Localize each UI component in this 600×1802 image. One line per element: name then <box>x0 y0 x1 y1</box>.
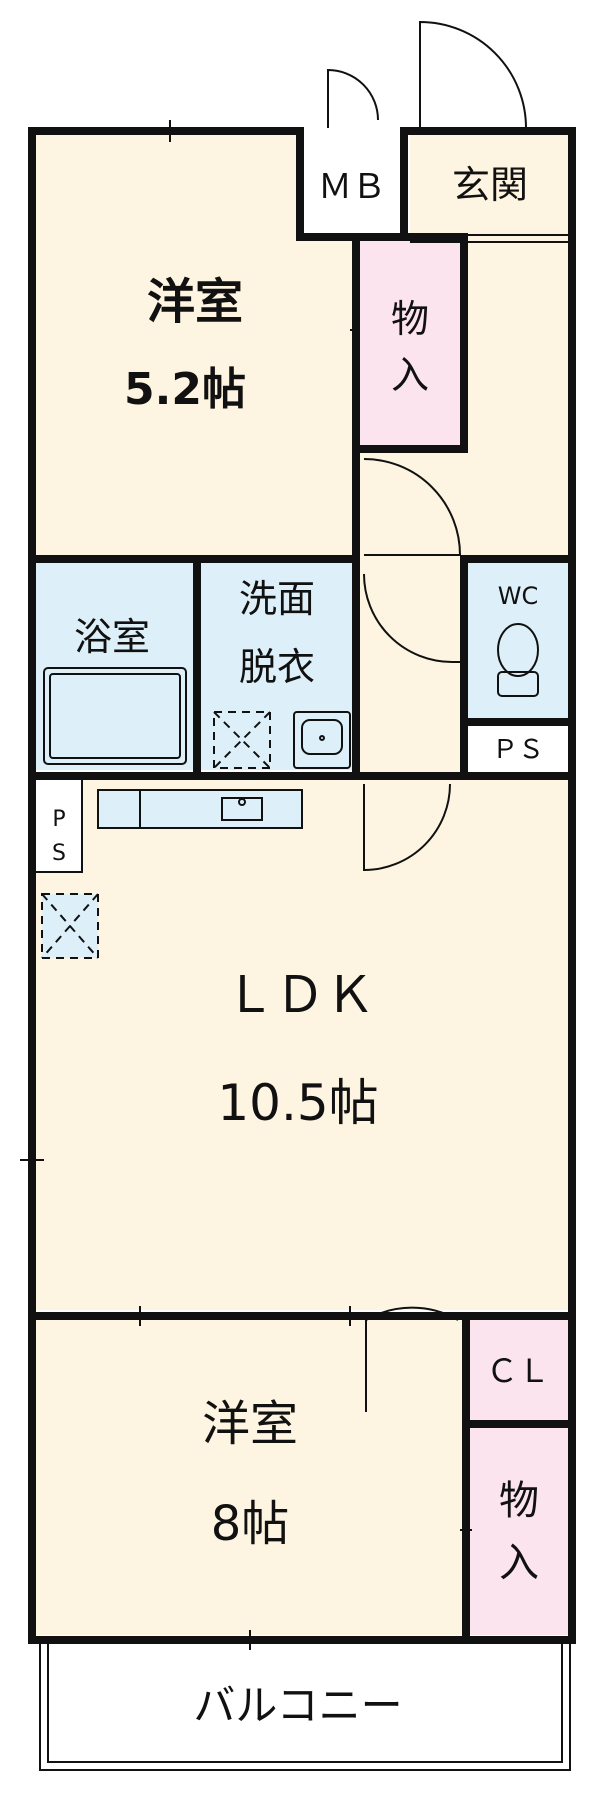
room-storage-1 <box>360 240 460 445</box>
western-room-2-size: 8帖 <box>211 1496 290 1552</box>
washroom-label-2: 脱衣 <box>239 645 315 689</box>
room-washroom <box>201 563 353 770</box>
western-room-1-size: 5.2帖 <box>124 364 246 415</box>
washroom-label-1: 洗面 <box>239 577 315 621</box>
genkan-label: 玄関 <box>452 163 528 207</box>
thin-walls <box>36 234 568 873</box>
mb-label: ＭＢ <box>318 167 386 207</box>
ldk-name: ＬＤＫ <box>225 966 375 1024</box>
refrigerator-mark <box>41 893 99 959</box>
cl-label: ＣＬ <box>486 1352 550 1390</box>
toilet <box>497 623 539 697</box>
washer-mark <box>213 711 271 769</box>
balcony-label: バルコニー <box>193 1681 402 1730</box>
room-genkan <box>410 135 568 235</box>
washbasin <box>293 711 351 769</box>
room-ps-right <box>468 726 568 772</box>
ps-right-label: ＰＳ <box>492 735 544 765</box>
storage-1-label-2: 入 <box>391 353 429 397</box>
storage-1-label-1: 物 <box>391 297 429 341</box>
kitchen-counter <box>97 789 303 829</box>
room-mb <box>302 135 402 233</box>
bathtub <box>43 667 187 765</box>
room-wc <box>468 563 568 718</box>
doors <box>327 20 527 1412</box>
wc-label: WC <box>498 582 539 610</box>
window-marks <box>20 120 472 1650</box>
western-room-2-name: 洋室 <box>202 1396 298 1452</box>
room-ps-left <box>36 780 82 872</box>
bath-label: 浴室 <box>74 615 150 659</box>
room-cl <box>470 1320 568 1420</box>
room-bath <box>36 563 193 770</box>
walls <box>28 127 576 1644</box>
ps-left-label-1: P <box>52 807 65 832</box>
room-ldk <box>36 780 568 1310</box>
western-room-1-name: 洋室 <box>147 274 243 330</box>
room-storage-2 <box>470 1428 568 1635</box>
ps-left-label-2: S <box>52 841 66 866</box>
ldk-size: 10.5帖 <box>217 1074 378 1132</box>
storage-2-label-1: 物 <box>499 1478 539 1524</box>
storage-2-label-2: 入 <box>499 1540 539 1586</box>
room-western-2 <box>36 1320 462 1635</box>
